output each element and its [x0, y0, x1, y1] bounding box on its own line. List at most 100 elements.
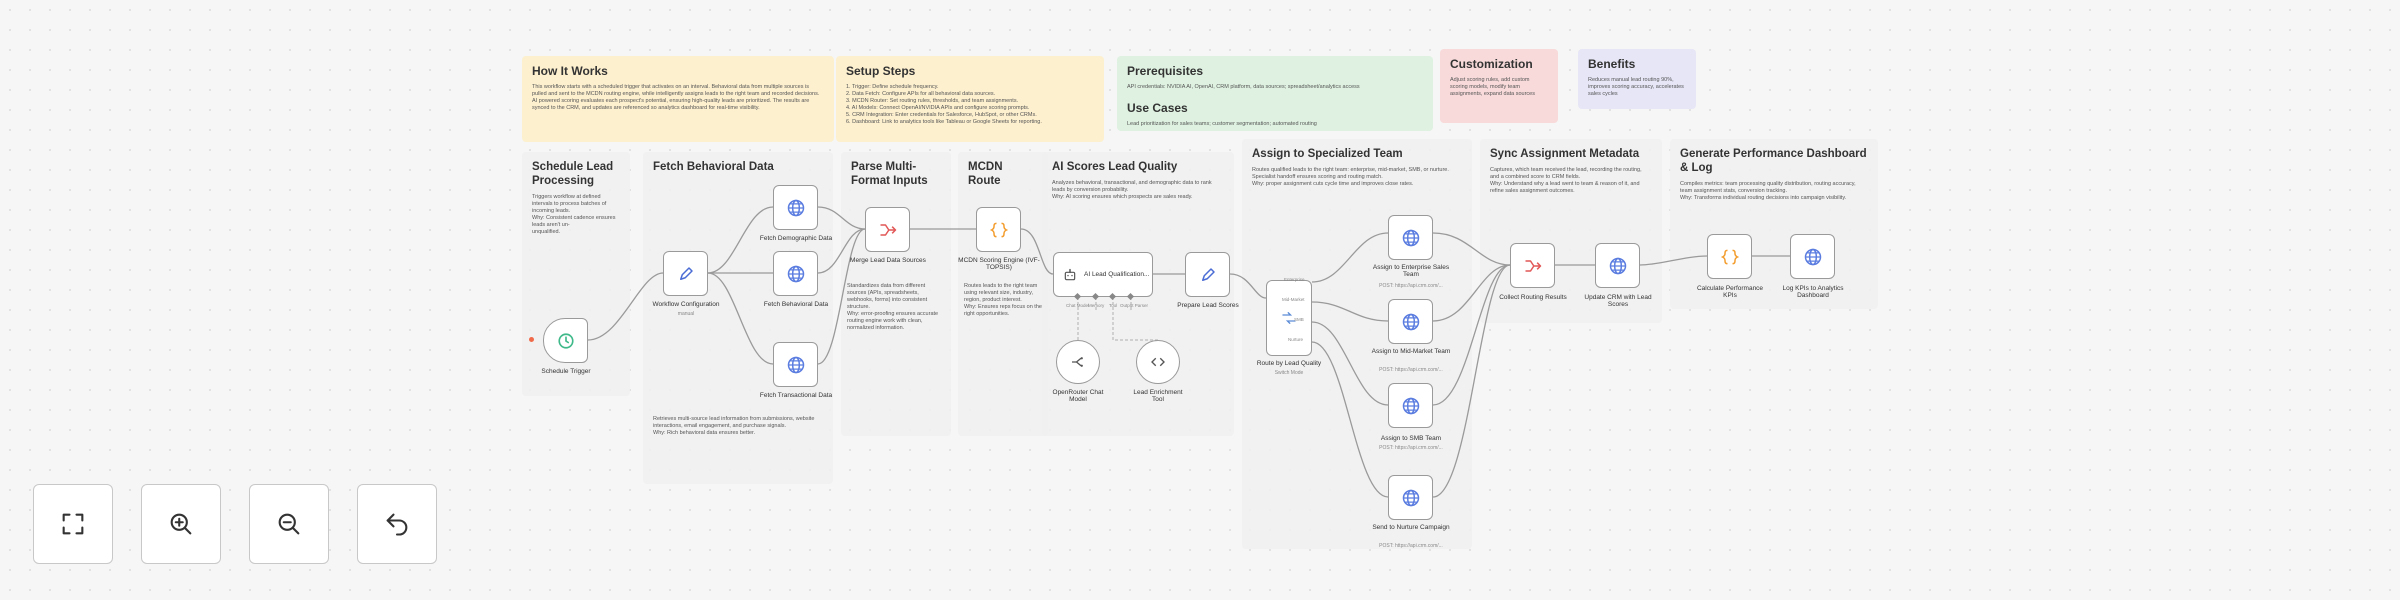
port-label: Mid-Market: [1282, 297, 1305, 302]
section-dashboard[interactable]: Generate Performance Dashboard & Log Com…: [1670, 139, 1878, 309]
schedule-trigger-node[interactable]: [543, 318, 588, 363]
section-desc: Routes leads to the right team using rel…: [964, 283, 1042, 317]
mcdn-code-node[interactable]: [976, 207, 1021, 252]
sticky-customization[interactable]: Customization Adjust scoring rules, add …: [1440, 49, 1558, 123]
merge-icon: [880, 223, 896, 236]
fetch-behavioral-node[interactable]: [773, 251, 818, 296]
node-subtitle: POST: https://api.crm.com/...: [1379, 367, 1443, 373]
node-label: Send to Nurture Campaign: [1372, 524, 1450, 531]
node-label: Fetch Demographic Data: [759, 235, 833, 242]
reset-undo-icon: [386, 513, 408, 536]
node-subtitle: manual: [677, 311, 695, 317]
section-title: Fetch Behavioral Data: [653, 161, 774, 173]
section-title: Parse Multi-Format Inputs: [851, 161, 928, 187]
sticky-title: Customization: [1450, 57, 1533, 71]
port-label: Nurture: [1288, 337, 1304, 342]
sticky-how-it-works[interactable]: How It Works This workflow starts with a…: [522, 56, 834, 142]
openrouter-icon: [1072, 357, 1083, 367]
section-title: Assign to Specialized Team: [1252, 148, 1403, 160]
section-desc: Routes qualified leads to the right team…: [1252, 167, 1449, 187]
globe-icon: [1402, 229, 1419, 246]
sticky-body: This workflow starts with a scheduled tr…: [532, 84, 820, 111]
node-subtitle: POST: https://api.crm.com/...: [1379, 445, 1443, 451]
assign-smb-node[interactable]: [1388, 383, 1433, 428]
calc-kpis-node[interactable]: [1707, 234, 1752, 279]
sticky-title: How It Works: [532, 64, 608, 78]
code-tool-icon: [1151, 357, 1165, 367]
assign-enterprise-node[interactable]: [1388, 215, 1433, 260]
node-label: Fetch Behavioral Data: [763, 301, 829, 308]
node-label: Collect Routing Results: [1499, 294, 1567, 301]
node-label: OpenRouter Chat Model: [1052, 389, 1104, 403]
node-subtitle: POST: https://api.crm.com/...: [1379, 543, 1443, 549]
assign-midmarket-node[interactable]: [1388, 299, 1433, 344]
switch-icon: [1282, 312, 1296, 324]
section-desc: Retrieves multi-source lead information …: [653, 416, 815, 436]
section-desc: Compiles metrics: team processing qualit…: [1680, 181, 1856, 201]
node-label: Assign to Mid-Market Team: [1371, 348, 1451, 355]
fit-view-icon: [62, 513, 84, 535]
sticky-title: Prerequisites: [1127, 64, 1204, 78]
fetch-demographic-node[interactable]: [773, 185, 818, 230]
trigger-marker: [529, 337, 534, 342]
collect-results-node[interactable]: [1510, 243, 1555, 288]
node-label: Lead Enrichment Tool: [1133, 389, 1183, 403]
globe-icon: [787, 199, 804, 216]
sticky-prerequisites[interactable]: Prerequisites API credentials: NVIDIA AI…: [1117, 56, 1433, 131]
merge-icon: [1525, 259, 1541, 272]
section-sync[interactable]: Sync Assignment Metadata Captures, which…: [1480, 139, 1662, 323]
node-subtitle: POST: https://api.crm.com/...: [1379, 283, 1443, 289]
openrouter-model-node[interactable]: [1056, 340, 1100, 384]
node-label: MCDN Scoring Engine (IVF-TOPSIS): [958, 257, 1040, 271]
node-label: Assign to SMB Team: [1380, 435, 1442, 442]
reset-button[interactable]: [357, 484, 437, 564]
fit-view-button[interactable]: [33, 484, 113, 564]
zoom-in-button[interactable]: [141, 484, 221, 564]
prepare-scores-node[interactable]: [1185, 252, 1230, 297]
node-label: Log KPIs to Analytics Dashboard: [1782, 285, 1844, 299]
section-desc: Analyzes behavioral, transactional, and …: [1052, 180, 1212, 200]
section-parse[interactable]: Parse Multi-Format Inputs Standardizes d…: [841, 152, 951, 436]
port-label: Output Parser: [1120, 303, 1149, 308]
update-crm-node[interactable]: [1595, 243, 1640, 288]
node-label: Route by Lead Quality: [1256, 360, 1322, 367]
use-cases-body: Lead prioritization for sales teams; cus…: [1127, 121, 1317, 127]
globe-icon: [787, 356, 804, 373]
code-braces-icon: [989, 222, 1008, 237]
node-label: Prepare Lead Scores: [1177, 302, 1239, 309]
section-mcdn[interactable]: MCDN Route Routes leads to the right tea…: [958, 152, 1048, 436]
port-label: Chat Model: [1066, 303, 1090, 308]
port-label: Enterprise: [1284, 277, 1305, 282]
merge-node[interactable]: [865, 207, 910, 252]
fetch-transactional-node[interactable]: [773, 342, 818, 387]
node-subtitle: Switch Mode: [1274, 370, 1304, 376]
globe-icon: [787, 265, 804, 282]
zoom-out-icon: [278, 513, 300, 535]
log-kpis-node[interactable]: [1790, 234, 1835, 279]
sticky-title: Setup Steps: [846, 64, 916, 78]
globe-icon: [1804, 248, 1821, 265]
robot-icon: [1064, 268, 1076, 280]
sticky-setup-steps[interactable]: Setup Steps 1. Trigger: Define schedule …: [836, 56, 1104, 142]
nurture-campaign-node[interactable]: [1388, 475, 1433, 520]
zoom-in-icon: [170, 513, 192, 535]
sticky-body: Adjust scoring rules, add custom scoring…: [1450, 77, 1535, 97]
route-switch-node[interactable]: [1266, 280, 1312, 356]
workflow-config-node[interactable]: [663, 251, 708, 296]
ai-agent-node[interactable]: AI Lead Qualification...: [1053, 252, 1153, 297]
setup-step-4: 4. AI Models: Connect OpenAI/NVIDIA APIs…: [846, 105, 1030, 111]
port-label: Memory: [1088, 303, 1105, 308]
section-desc: Standardizes data from different sources…: [847, 283, 939, 331]
section-title: MCDN Route: [968, 161, 1003, 187]
enrichment-tool-node[interactable]: [1136, 340, 1180, 384]
setup-step-1: 1. Trigger: Define schedule frequency.: [846, 84, 939, 90]
section-title: AI Scores Lead Quality: [1052, 161, 1178, 173]
zoom-out-button[interactable]: [249, 484, 329, 564]
node-label: Merge Lead Data Sources: [850, 257, 926, 264]
port-label: SMB: [1294, 317, 1304, 322]
setup-step-5: 5. CRM Integration: Enter credentials fo…: [846, 112, 1037, 118]
globe-icon: [1609, 257, 1626, 274]
sticky-benefits[interactable]: Benefits Reduces manual lead routing 90%…: [1578, 49, 1696, 109]
setup-step-6: 6. Dashboard: Link to analytics tools li…: [846, 119, 1042, 125]
setup-step-3: 3. MCDN Router: Set routing rules, thres…: [846, 98, 1019, 104]
